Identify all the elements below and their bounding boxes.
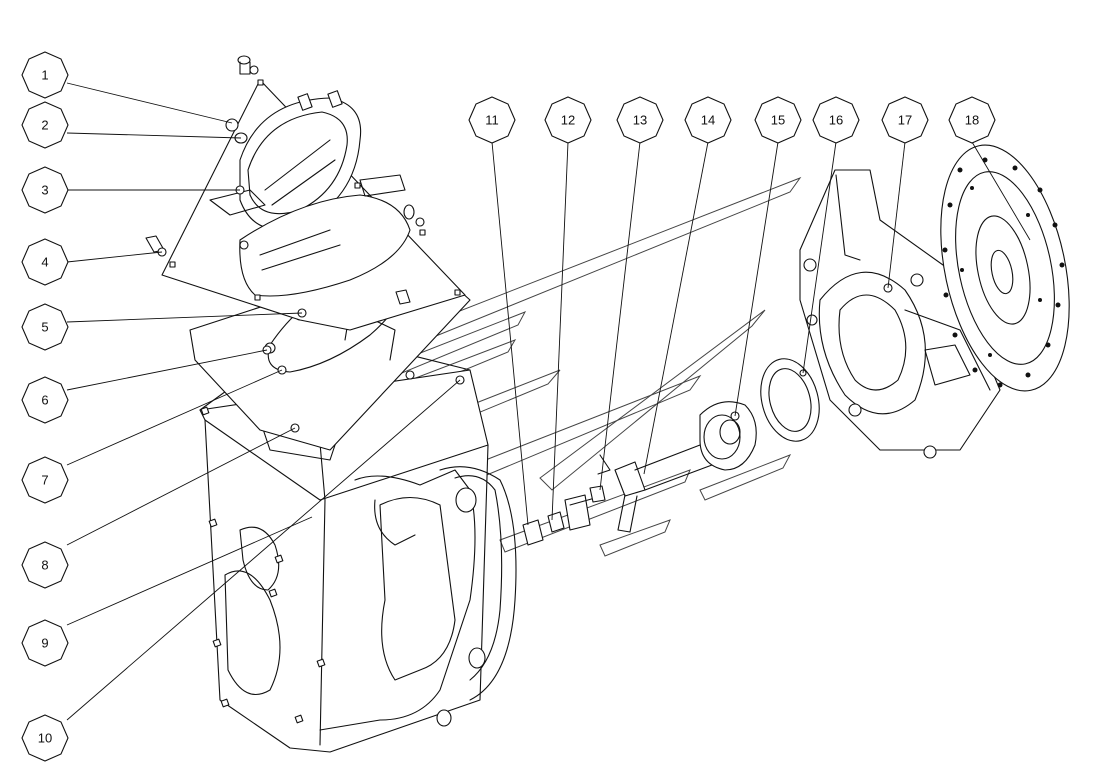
callout-label: 17 (898, 113, 912, 128)
callout-label: 10 (38, 731, 52, 746)
callout-label: 9 (41, 636, 48, 651)
release-shaft-assembly (522, 444, 713, 546)
clutch-disc (940, 144, 1070, 392)
callout-label: 12 (561, 113, 575, 128)
callout-label: 6 (41, 393, 48, 408)
callouts: 1 2 3 4 5 6 7 8 (21, 51, 996, 762)
callout-label: 14 (701, 113, 715, 128)
callout-4: 4 (21, 238, 69, 286)
callout-14: 14 (684, 96, 732, 144)
callout-label: 4 (41, 255, 48, 270)
callout-8: 8 (21, 541, 69, 589)
callout-label: 8 (41, 558, 48, 573)
callout-label: 16 (829, 113, 843, 128)
callout-label: 15 (771, 113, 785, 128)
callout-label: 13 (633, 113, 647, 128)
callout-label: 5 (41, 320, 48, 335)
callout-label: 2 (41, 118, 48, 133)
callout-7: 7 (21, 456, 69, 504)
callout-18: 18 (948, 96, 996, 144)
callout-1: 1 (21, 51, 69, 99)
callout-5: 5 (21, 303, 69, 351)
callout-12: 12 (544, 96, 592, 144)
callout-label: 11 (485, 113, 499, 128)
callout-2: 2 (21, 101, 69, 149)
callout-label: 18 (965, 113, 979, 128)
friction-rivets (942, 157, 1065, 388)
callout-6: 6 (21, 376, 69, 424)
pressure-plate (799, 169, 1001, 459)
leader-lines (66, 82, 1031, 721)
callout-15: 15 (754, 96, 802, 144)
seal-ring (760, 358, 820, 442)
callout-label: 7 (41, 473, 48, 488)
callout-label: 1 (41, 68, 48, 83)
release-bearing (699, 401, 757, 471)
callout-13: 13 (616, 96, 664, 144)
callout-label: 3 (41, 183, 48, 198)
callout-11: 11 (468, 96, 516, 144)
callout-3: 3 (21, 166, 69, 214)
callout-16: 16 (812, 96, 860, 144)
callout-17: 17 (881, 96, 929, 144)
callout-9: 9 (21, 619, 69, 667)
callout-10: 10 (21, 714, 69, 762)
